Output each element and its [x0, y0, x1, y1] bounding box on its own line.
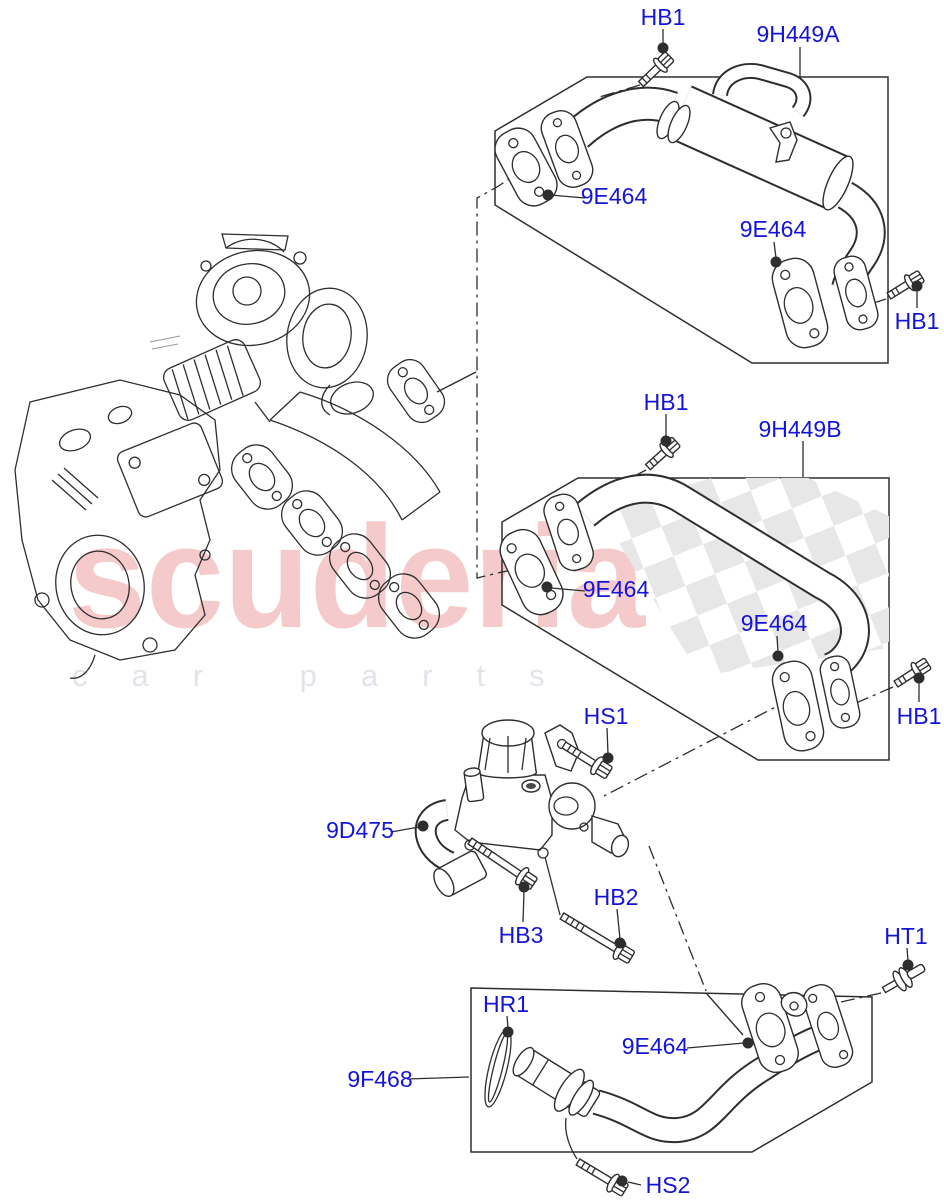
callout-hb2[interactable]: HB2	[594, 884, 639, 910]
fasteners	[467, 51, 932, 1197]
callout-hs2[interactable]: HS2	[646, 1172, 691, 1198]
callout-9h449a[interactable]: 9H449A	[756, 21, 840, 47]
leader-dots	[417, 42, 925, 1187]
callout-hb1-boxB-right[interactable]: HB1	[897, 703, 942, 729]
bolt-hb3	[467, 837, 538, 890]
callout-hb3[interactable]: HB3	[499, 922, 544, 948]
egr-tube-9f468	[484, 983, 854, 1160]
watermark-tagline: car parts	[72, 658, 589, 693]
gasket-9e464-a-right	[771, 257, 829, 349]
manifold-runner-flanges	[230, 444, 441, 639]
turbo-manifold-illustration	[14, 233, 446, 679]
callout-hs1[interactable]: HS1	[584, 703, 629, 729]
leader-lines	[390, 29, 920, 1186]
callout-9d475[interactable]: 9D475	[326, 817, 394, 843]
callout-9e464-boxC[interactable]: 9E464	[622, 1033, 689, 1059]
callout-9e464-boxA-left[interactable]: 9E464	[581, 183, 648, 209]
tube-valve-fitting	[512, 1046, 601, 1118]
callout-9e464-boxB-left[interactable]: 9E464	[583, 576, 650, 602]
callout-hr1[interactable]: HR1	[483, 991, 529, 1017]
gasket-9e464-a-left	[494, 127, 558, 207]
bolt-hs1	[561, 741, 613, 779]
turbo-lower-housing	[14, 379, 224, 679]
callout-hb1-boxB-top[interactable]: HB1	[644, 389, 689, 415]
gasket-9e464-bottom	[741, 983, 808, 1073]
turbo-actuator	[162, 339, 262, 421]
gasket-9e464-b-left	[499, 528, 564, 616]
bolt-hb1-a-top	[637, 51, 675, 88]
part-box-9h449a	[494, 76, 889, 364]
callout-9e464-boxB-right[interactable]: 9E464	[741, 610, 808, 636]
egr-valve-9d475	[414, 719, 630, 916]
bolt-hb1-b-top	[644, 436, 681, 471]
callout-9e464-boxA-right[interactable]: 9E464	[740, 216, 807, 242]
callout-labels: HB1 9H449A 9E464 9E464 HB1 HB1 9H449B 9E…	[326, 4, 941, 1198]
callout-ht1[interactable]: HT1	[884, 923, 927, 949]
stud-ht1	[881, 963, 926, 994]
checkered-flag-watermark	[600, 478, 889, 676]
callout-9h449b[interactable]: 9H449B	[758, 416, 841, 442]
egr-tube-9h449b	[499, 473, 870, 752]
bolt-hb2	[559, 912, 635, 964]
manifold-egr-flange	[386, 358, 446, 424]
callout-hb1-boxA-right[interactable]: HB1	[895, 308, 940, 334]
callout-9f468[interactable]: 9F468	[347, 1066, 412, 1092]
egr-tube-9h449a	[494, 63, 886, 349]
gasket-9e464-b-right	[771, 660, 825, 752]
part-box-9h449b	[501, 477, 890, 761]
callout-hb1-boxA-top[interactable]: HB1	[641, 4, 686, 30]
